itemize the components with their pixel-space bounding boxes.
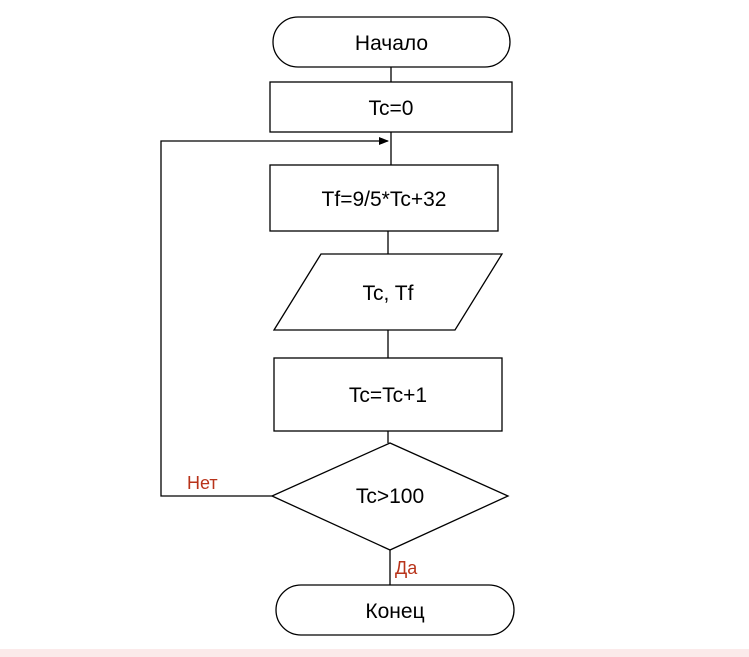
- connectors: [160, 67, 392, 585]
- init-process: Tc=0: [269, 81, 513, 133]
- condition-label: Tc>100: [356, 485, 424, 508]
- yes-branch-label: Да: [395, 558, 418, 578]
- start-node: Начало: [272, 16, 511, 68]
- no-branch-label: Нет: [187, 473, 218, 493]
- increment-label: Tc=Tc+1: [349, 384, 427, 407]
- init-label: Tc=0: [369, 97, 414, 120]
- connector-condition-no-loop: [160, 137, 389, 497]
- start-label: Начало: [355, 32, 428, 55]
- condition-decision: Tc>100: [270, 442, 510, 551]
- compute-process: Tf=9/5*Tc+32: [269, 164, 499, 232]
- bottom-band: [0, 649, 749, 657]
- end-label: Конец: [365, 600, 424, 623]
- increment-process: Tc=Tc+1: [273, 357, 503, 432]
- end-node: Конец: [275, 584, 515, 636]
- output-label: Tc, Tf: [363, 282, 414, 305]
- compute-label: Tf=9/5*Tc+32: [322, 188, 447, 211]
- output-io: Tc, Tf: [272, 253, 504, 331]
